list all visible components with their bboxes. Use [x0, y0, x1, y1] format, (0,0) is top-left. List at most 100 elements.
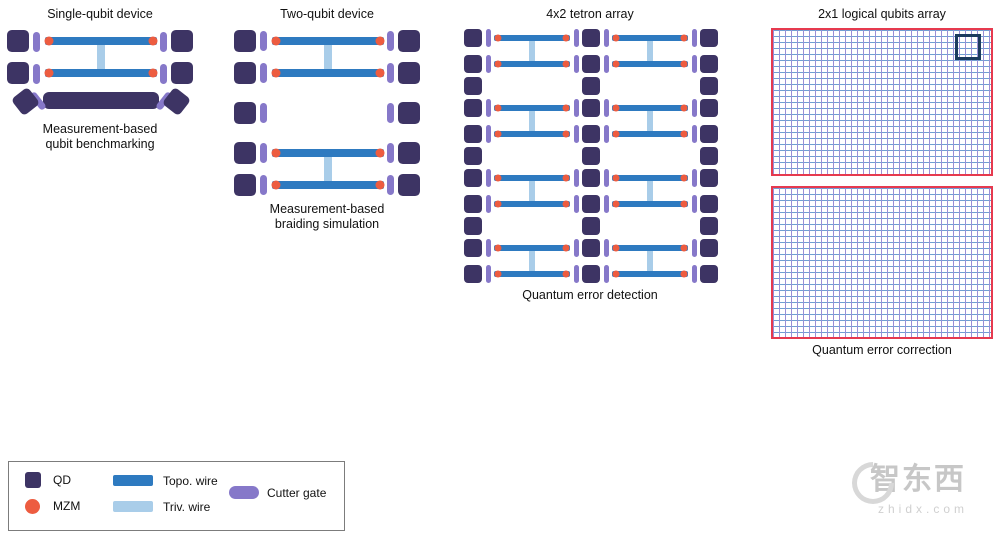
cutter-gate [692, 29, 697, 47]
legend-label-mzm: MZM [53, 499, 81, 513]
mzm [494, 174, 502, 182]
cutter-gate [387, 103, 394, 123]
quantum-dot [234, 102, 256, 124]
cutter-gate [604, 239, 609, 257]
topo-wire-swatch-icon [113, 475, 153, 486]
legend: QD MZM Topo. wire Triv. wire Cutter gate [8, 461, 345, 531]
cutter-gate [574, 265, 579, 283]
mzm [494, 60, 502, 68]
quantum-dot [700, 239, 718, 257]
cutter-gate [604, 125, 609, 143]
quantum-dot [700, 55, 718, 73]
cutter-gate [486, 29, 491, 47]
quantum-dot [171, 30, 193, 52]
mzm [680, 174, 688, 182]
mzm [494, 270, 502, 278]
topo-wire [494, 201, 570, 207]
quantum-dot [234, 30, 256, 52]
triv-wire [529, 178, 535, 204]
mzm [612, 34, 620, 42]
cutter-gate [486, 265, 491, 283]
quantum-dot [464, 99, 482, 117]
panel-two-qubit-device: Two-qubit device Measurement-based braid… [232, 5, 422, 232]
quantum-dot [398, 62, 420, 84]
quantum-dot [700, 99, 718, 117]
legend-label-topo-wire: Topo. wire [163, 474, 218, 488]
mzm [680, 34, 688, 42]
cutter-gate [260, 63, 267, 83]
cutter-gate [33, 32, 40, 52]
mzm [148, 36, 158, 46]
topo-wire [45, 69, 157, 77]
topo-wire [612, 271, 688, 277]
watermark-brand: 智东西 [870, 463, 966, 496]
mzm [271, 36, 281, 46]
topo-wire [272, 149, 384, 157]
quantum-dot [700, 147, 718, 165]
mzm [680, 130, 688, 138]
legend-label-triv-wire: Triv. wire [163, 500, 211, 514]
cutter-gate [604, 55, 609, 73]
topo-wire [612, 35, 688, 41]
panel-tetron-array: 4x2 tetron array Quantum error detection [458, 5, 722, 303]
mzm [680, 60, 688, 68]
cutter-gate [692, 99, 697, 117]
quantum-dot [12, 88, 39, 115]
topo-wire [494, 271, 570, 277]
mzm [612, 60, 620, 68]
quantum-dot [700, 195, 718, 213]
topo-wire [612, 175, 688, 181]
triv-wire [647, 38, 653, 64]
topo-wire [45, 37, 157, 45]
mzm [494, 130, 502, 138]
mzm [494, 244, 502, 252]
cutter-gate [574, 99, 579, 117]
cutter-gate [574, 29, 579, 47]
cutter-gate [387, 31, 394, 51]
quantum-dot [464, 55, 482, 73]
triv-wire [529, 38, 535, 64]
quantum-dot [582, 125, 600, 143]
triv-wire [647, 248, 653, 274]
mzm [612, 200, 620, 208]
cutter-gate [486, 169, 491, 187]
triv-wire-swatch-icon [113, 501, 153, 512]
topo-wire [494, 245, 570, 251]
cutter-gate [692, 125, 697, 143]
quantum-dot [464, 77, 482, 95]
cutter-gate [574, 125, 579, 143]
mzm [271, 148, 281, 158]
mzm [494, 104, 502, 112]
topo-wire [272, 181, 384, 189]
cutter-gate [387, 175, 394, 195]
mzm [612, 174, 620, 182]
quantum-dot [582, 239, 600, 257]
panel-caption-single-qubit: Measurement-based qubit benchmarking [42, 122, 158, 151]
quantum-dot [398, 142, 420, 164]
quantum-dot [700, 77, 718, 95]
topo-wire [272, 37, 384, 45]
cutter-gate [160, 32, 167, 52]
quantum-dot [700, 125, 718, 143]
mzm [680, 244, 688, 252]
quantum-dot [582, 77, 600, 95]
mzm [562, 60, 570, 68]
cutter-gate [486, 239, 491, 257]
panel-title-tetron-array: 4x2 tetron array [546, 7, 634, 21]
quantum-dot [7, 30, 29, 52]
topo-wire [494, 131, 570, 137]
tetron-highlight-box [955, 34, 981, 60]
cutter-gate [486, 125, 491, 143]
topo-wire [612, 131, 688, 137]
quantum-dot [398, 102, 420, 124]
quantum-dot [464, 29, 482, 47]
mzm [148, 68, 158, 78]
mzm [375, 180, 385, 190]
mzm [271, 180, 281, 190]
mzm [612, 244, 620, 252]
watermark-domain: zhidx.com [878, 502, 969, 516]
cutter-gate [692, 195, 697, 213]
topo-wire [494, 175, 570, 181]
cutter-gate [33, 64, 40, 84]
cutter-gate [574, 195, 579, 213]
